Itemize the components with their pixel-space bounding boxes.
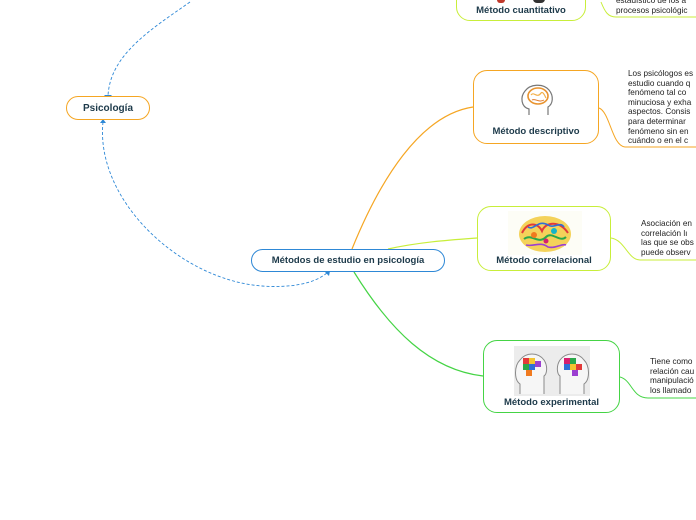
node-correlacional-label: Método correlacional [496,255,592,270]
node-psicologia[interactable]: Psicología [66,96,150,120]
node-descriptivo[interactable]: Método descriptivo [473,70,599,144]
note-cuantitativo: estadístico de los a procesos psicológic [616,0,696,16]
node-psicologia-label: Psicología [83,103,133,114]
node-experimental-label: Método experimental [504,397,599,412]
branch-descriptivo [352,107,473,249]
note-descriptivo: Los psicólogos es estudio cuando q fenóm… [628,69,696,147]
node-cuantitativo-label: Método cuantitativo [476,5,566,20]
node-main-label: Métodos de estudio en psicología [272,255,425,266]
branch-experimental [354,272,483,376]
node-correlacional[interactable]: Método correlacional [477,206,611,271]
node-main[interactable]: Métodos de estudio en psicología [251,249,445,272]
node-cuantitativo[interactable]: Método cuantitativo [456,0,586,21]
colorful-brain-icon [508,211,582,255]
brain-head-icon [517,81,557,121]
note-experimental: Tiene como relación cau manipulació los … [650,357,696,397]
node-experimental[interactable]: Método experimental [483,340,620,413]
two-heads-puzzle-icon [514,346,590,396]
branch-correlacional [388,238,477,249]
node-descriptivo-label: Método descriptivo [492,126,579,143]
relation-arrow-top [108,2,190,96]
note-correlacional: Asociación en correlación lı las que se … [641,219,696,259]
cuantitativo-image-icon [497,0,545,3]
